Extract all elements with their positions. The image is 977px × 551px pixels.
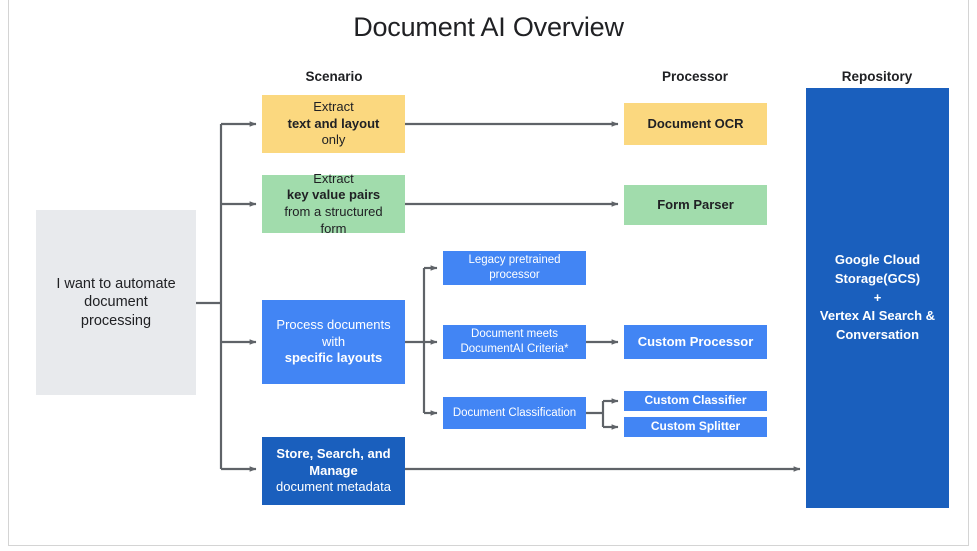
node-repository-line3: + (873, 289, 882, 305)
node-store-manage-bold: Store, Search, and Manage (276, 446, 391, 478)
node-intent-line3: processing (80, 312, 152, 329)
frame-border-right (968, 0, 969, 546)
node-criteria-label: Document meets DocumentAI Criteria* (460, 328, 569, 355)
node-extract-kv-suffix: from a structured form (284, 204, 383, 236)
node-custom-processor[interactable]: Custom Processor (624, 325, 767, 359)
node-store-manage-suffix: document metadata (276, 479, 391, 495)
node-repository-gcs-vertex[interactable]: Google Cloud Storage(GCS) + Vertex AI Se… (806, 88, 949, 508)
column-header-processor: Processor (661, 69, 729, 84)
frame-border-bottom (8, 545, 969, 546)
node-custom-classifier[interactable]: Custom Classifier (624, 391, 767, 411)
node-process-layout-prefix: Process documents with (276, 317, 391, 349)
node-form-parser[interactable]: Form Parser (624, 185, 767, 225)
node-classify-label: Document Classification (452, 406, 577, 419)
node-repository-text: Google Cloud Storage(GCS) + Vertex AI Se… (820, 251, 935, 345)
node-custom-splitter[interactable]: Custom Splitter (624, 417, 767, 437)
node-ocr-label: Document OCR (647, 115, 744, 131)
node-repository-line2: Storage(GCS) (834, 270, 921, 286)
frame-border-left (8, 0, 9, 546)
node-legacy-label: Legacy pretrained processor (468, 254, 561, 281)
node-form-label: Form Parser (657, 196, 734, 212)
node-document-ocr[interactable]: Document OCR (624, 103, 767, 145)
node-repository-line4: Vertex AI Search & (819, 308, 936, 324)
node-extract-kv-prefix: Extract (313, 170, 354, 186)
node-intent[interactable]: I want to automate document processing (36, 210, 196, 395)
node-intent-line2: document (84, 294, 148, 311)
node-repository-line1: Google Cloud (834, 251, 921, 267)
node-custom-spl-label: Custom Splitter (650, 419, 741, 434)
node-extract-kv-bold: key value pairs (286, 187, 381, 203)
node-intent-text: I want to automate document processing (56, 275, 175, 331)
node-extract-text-bold: text and layout (287, 115, 380, 131)
node-extract-text-label: Extract text and layout only (288, 99, 380, 149)
node-process-layout-bold: specific layouts (284, 350, 383, 366)
node-custom-proc-label: Custom Processor (637, 333, 754, 349)
node-intent-line1: I want to automate (56, 275, 176, 292)
node-repository-line5: Conversation (835, 327, 920, 343)
node-process-layout-label: Process documents with specific layouts (270, 317, 397, 367)
node-extract-kv-label: Extract key value pairs from a structure… (270, 171, 397, 238)
node-legacy-pretrained-processor[interactable]: Legacy pretrained processor (443, 251, 586, 285)
node-extract-text-prefix: Extract (313, 99, 354, 115)
node-store-manage-label: Store, Search, and Manage document metad… (270, 446, 397, 496)
node-store-search-manage-metadata[interactable]: Store, Search, and Manage document metad… (262, 437, 405, 505)
node-extract-key-value-pairs[interactable]: Extract key value pairs from a structure… (262, 171, 405, 236)
node-custom-cls-label: Custom Classifier (644, 393, 747, 408)
column-header-repository: Repository (841, 69, 913, 84)
node-extract-text-suffix: only (321, 132, 346, 148)
node-process-documents-specific-layouts[interactable]: Process documents with specific layouts (262, 300, 405, 384)
column-header-scenario: Scenario (305, 69, 363, 84)
node-extract-text-and-layout[interactable]: Extract text and layout only (262, 95, 405, 153)
node-document-meets-criteria[interactable]: Document meets DocumentAI Criteria* (443, 325, 586, 359)
node-document-classification[interactable]: Document Classification (443, 397, 586, 429)
page-title: Document AI Overview (353, 12, 624, 42)
